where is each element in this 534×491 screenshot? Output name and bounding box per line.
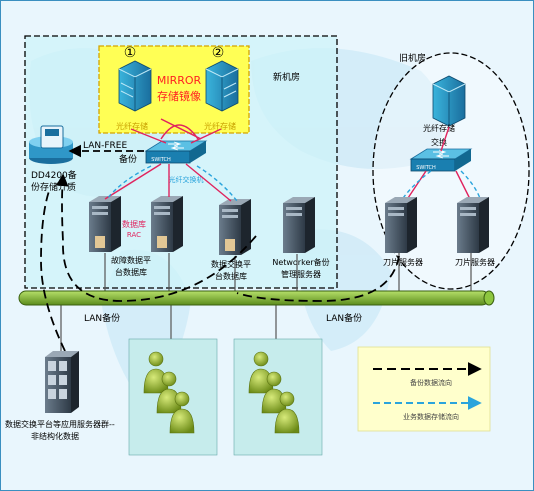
switch-right-label: SWITCH: [416, 165, 436, 171]
storage-num-2: ②: [212, 45, 225, 61]
fiber-storage-label-left: 光纤存储: [116, 121, 148, 131]
user-group-icon-right: [248, 351, 300, 434]
dd-label-2: 份存储介质: [31, 181, 76, 193]
old-room-links: [400, 126, 482, 202]
legend-backup-label: 备份数据流向: [410, 378, 452, 387]
legend-box: [357, 346, 491, 432]
networker-label-1: Networker备份: [272, 257, 329, 267]
lan-backup-loop-right: [236, 255, 400, 302]
legend-business-label: 业务数据存储流向: [403, 412, 459, 421]
server-networker: [283, 197, 315, 253]
rac-label-2: RAC: [127, 231, 141, 239]
old-switch-label: 交换: [431, 137, 447, 147]
mirror-link: [160, 118, 202, 140]
app-server-label-1: 数据交换平台等应用服务器群--: [5, 419, 115, 429]
lan-backup-label-right: LAN备份: [326, 312, 362, 324]
fiber-storage-label-right: 光纤存储: [204, 121, 236, 131]
san-links: [104, 128, 238, 202]
lan-free-label-1: LAN-FREE: [83, 141, 127, 151]
lan-free-label-2: 备份: [119, 153, 137, 165]
old-room-label: 旧机房: [399, 52, 426, 64]
app-server-rack: [45, 351, 79, 413]
san-switch-right: [409, 148, 473, 172]
mirror-label-cn: 存储镜像: [157, 89, 201, 103]
rac-label-1: 数据库: [122, 219, 146, 229]
dd-label-1: DD4200备: [31, 169, 77, 181]
fiber-storage-2: [205, 60, 239, 112]
app-server-label-2: 非结构化数据: [31, 431, 79, 441]
old-storage-label: 光纤存储: [423, 123, 455, 133]
fault-db-label-2: 台数据库: [115, 267, 147, 277]
old-room-storage: [432, 75, 466, 127]
san-switch-left: [144, 140, 208, 164]
switch-left-label: SWITCH: [151, 157, 171, 163]
dd4200-backup-icon: [29, 125, 73, 164]
server-fault-db: [89, 196, 121, 252]
new-room-label: 新机房: [273, 71, 300, 83]
mirror-label-en: MIRROR: [157, 74, 202, 87]
fault-db-label-1: 故障数据平: [111, 255, 151, 265]
blade-server-right: [457, 197, 489, 253]
lan-backup-loop-app: [40, 190, 66, 352]
blade-server-left: [385, 197, 417, 253]
blade-right-label: 刀片服务器: [455, 257, 495, 267]
networker-label-2: 管理服务器: [281, 269, 321, 279]
fc-switch-label: 光纤交换机: [169, 175, 204, 184]
lan-backbone: [18, 290, 495, 306]
server-exchange-db: [219, 199, 251, 255]
storage-num-1: ①: [124, 45, 137, 61]
lan-backup-label-left: LAN备份: [84, 312, 120, 324]
exchange-db-label-2: 台数据库: [215, 271, 247, 281]
server-rac-db: [151, 196, 183, 252]
fiber-storage-1: [118, 60, 152, 112]
user-group-icon-left: [143, 351, 195, 434]
exchange-db-label-1: 数据交换平: [211, 259, 251, 269]
blade-left-label: 刀片服务器: [383, 257, 423, 267]
lan-backup-loop-left: [55, 173, 257, 302]
